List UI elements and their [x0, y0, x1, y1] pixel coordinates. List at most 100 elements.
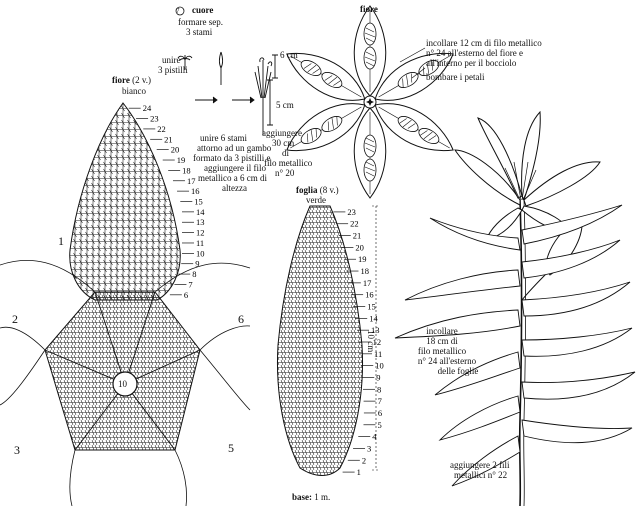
leaf-row-label: 23: [347, 207, 356, 217]
plant-glue-a: incollare: [426, 326, 458, 336]
petal-row-label: 23: [150, 114, 159, 124]
petal-corner-3: 3: [14, 443, 20, 457]
stamens-b: attorno ad un gambo: [197, 143, 272, 153]
petal-row-label: 10: [196, 248, 205, 258]
leaf-row-label: 4: [372, 432, 377, 442]
petal-row-label: 15: [194, 197, 203, 207]
petal-corner-5: 5: [228, 441, 234, 455]
lily-petal-back-left: [477, 117, 523, 199]
lily-petal-top: [521, 110, 541, 202]
leaf-row-label: 6: [378, 408, 382, 418]
leaf-title-row: foglia (8 v.): [296, 185, 339, 195]
petal-row-label: 8: [192, 269, 196, 279]
flower-glue-a: incollare 12 cm di filo metallico: [426, 38, 542, 48]
petal-row-label: 20: [171, 145, 180, 155]
add-e: n° 20: [275, 168, 295, 178]
dim-5cm: 5 cm: [276, 100, 294, 110]
leaf-height-line: [372, 205, 380, 471]
flower-petal: [374, 103, 454, 152]
stamens-f: altezza: [222, 183, 247, 193]
leaf-row-label: 7: [378, 396, 382, 406]
leaf-base-row: base: 1 m.: [292, 492, 330, 502]
petal-row-label: 18: [182, 165, 191, 175]
add-a: aggiungere: [262, 128, 302, 138]
petal-row-label: 7: [188, 279, 192, 289]
stamens-a: unire 6 stami: [200, 133, 247, 143]
plant-add-a: aggiungere 2 fili: [450, 460, 510, 470]
leaf-row-label: 9: [376, 372, 380, 382]
lily-plant-illustration: [394, 110, 636, 507]
stamens-e: metallico a 6 cm di: [198, 173, 267, 183]
leaf-row-label: 18: [360, 266, 369, 276]
petal-row-label: 6: [184, 290, 188, 300]
leaf-outline: [277, 205, 363, 476]
lily-petal-left: [454, 149, 521, 206]
leaf-row-label: 3: [367, 443, 371, 453]
pistils-a: unire: [162, 55, 181, 65]
flower-petal: [353, 5, 387, 97]
leaf-row-label: 12: [373, 337, 382, 347]
plant-glue-b: 18 cm di: [426, 336, 458, 346]
arrow-head-2: [249, 96, 255, 104]
leaf-row-label: 1: [357, 467, 361, 477]
plant-add-b: metallici n° 22: [454, 470, 508, 480]
plant-stem: [518, 199, 523, 507]
plant-glue-c: filo metallico: [417, 346, 467, 356]
petal-corner-2: 2: [12, 312, 18, 326]
petal-row-label: 9: [195, 259, 199, 269]
heart-line2: 3 stami: [186, 27, 213, 37]
flower-glue-b: n° 24 all'esterno del fiore e: [426, 48, 523, 58]
lily-stamens: [504, 161, 537, 201]
add-d: filo metallico: [264, 158, 313, 168]
petal-row-label: 12: [196, 228, 205, 238]
plant-glue-d: n° 24 all'esterno: [417, 356, 477, 366]
petal-row-label: 17: [187, 176, 196, 186]
leaf-row-label: 5: [377, 420, 381, 430]
leaf-row-label: 17: [363, 278, 372, 288]
plant-glue-e: delle foglie: [437, 366, 479, 376]
stamens-bundle-sketch: [254, 57, 273, 118]
step-number-icon: [175, 6, 185, 16]
add-c: di: [282, 148, 290, 158]
flower-glue-d: bombare i petali: [426, 72, 485, 82]
leaf-base-value: 1 m.: [314, 492, 331, 502]
flower-petal: [286, 103, 366, 152]
petal-center-label: 10: [118, 379, 127, 389]
flower-center-star: [366, 98, 374, 106]
lily-petal-right: [523, 161, 601, 207]
petal-edge-curves: [0, 260, 251, 507]
flower-title: fiore: [360, 4, 378, 14]
dimension-5cm: [267, 79, 273, 126]
petal-hexagon-spokes: [44, 291, 201, 451]
petal-row-label: 16: [191, 186, 200, 196]
leaf-row-label: 22: [350, 219, 359, 229]
petal-title: fiore: [112, 75, 130, 85]
leaf-row-label: 11: [374, 349, 382, 359]
leaf-row-label: 10: [375, 361, 384, 371]
leaf-row-label: 13: [371, 325, 380, 335]
stamen-sketch: [177, 55, 193, 70]
stamens-c: formato da 3 pistilli e: [193, 153, 271, 163]
pistil-sketch: [219, 51, 223, 85]
flower-petal: [374, 52, 454, 101]
leaf-row-label: 19: [358, 254, 367, 264]
petal-center-ring: [112, 371, 138, 397]
leaf-color: verde: [306, 195, 326, 205]
petal-row-label: 13: [196, 217, 205, 227]
petal-color: bianco: [122, 86, 146, 96]
petal-title-row: fiore (2 v.): [112, 75, 151, 85]
plant-leaves: [394, 204, 636, 487]
petal-row-label: 24: [143, 103, 152, 113]
heart-line1: formare sep.: [178, 17, 223, 27]
leaf-title-suffix: (8 v.): [319, 185, 339, 195]
leaf-row-label: 20: [355, 242, 364, 252]
flower-glue-c: all'interno per il bocciolo: [426, 58, 517, 68]
leaf-row-label: 8: [377, 384, 381, 394]
arrow-head-1: [212, 96, 218, 104]
flower-petal: [353, 107, 387, 199]
